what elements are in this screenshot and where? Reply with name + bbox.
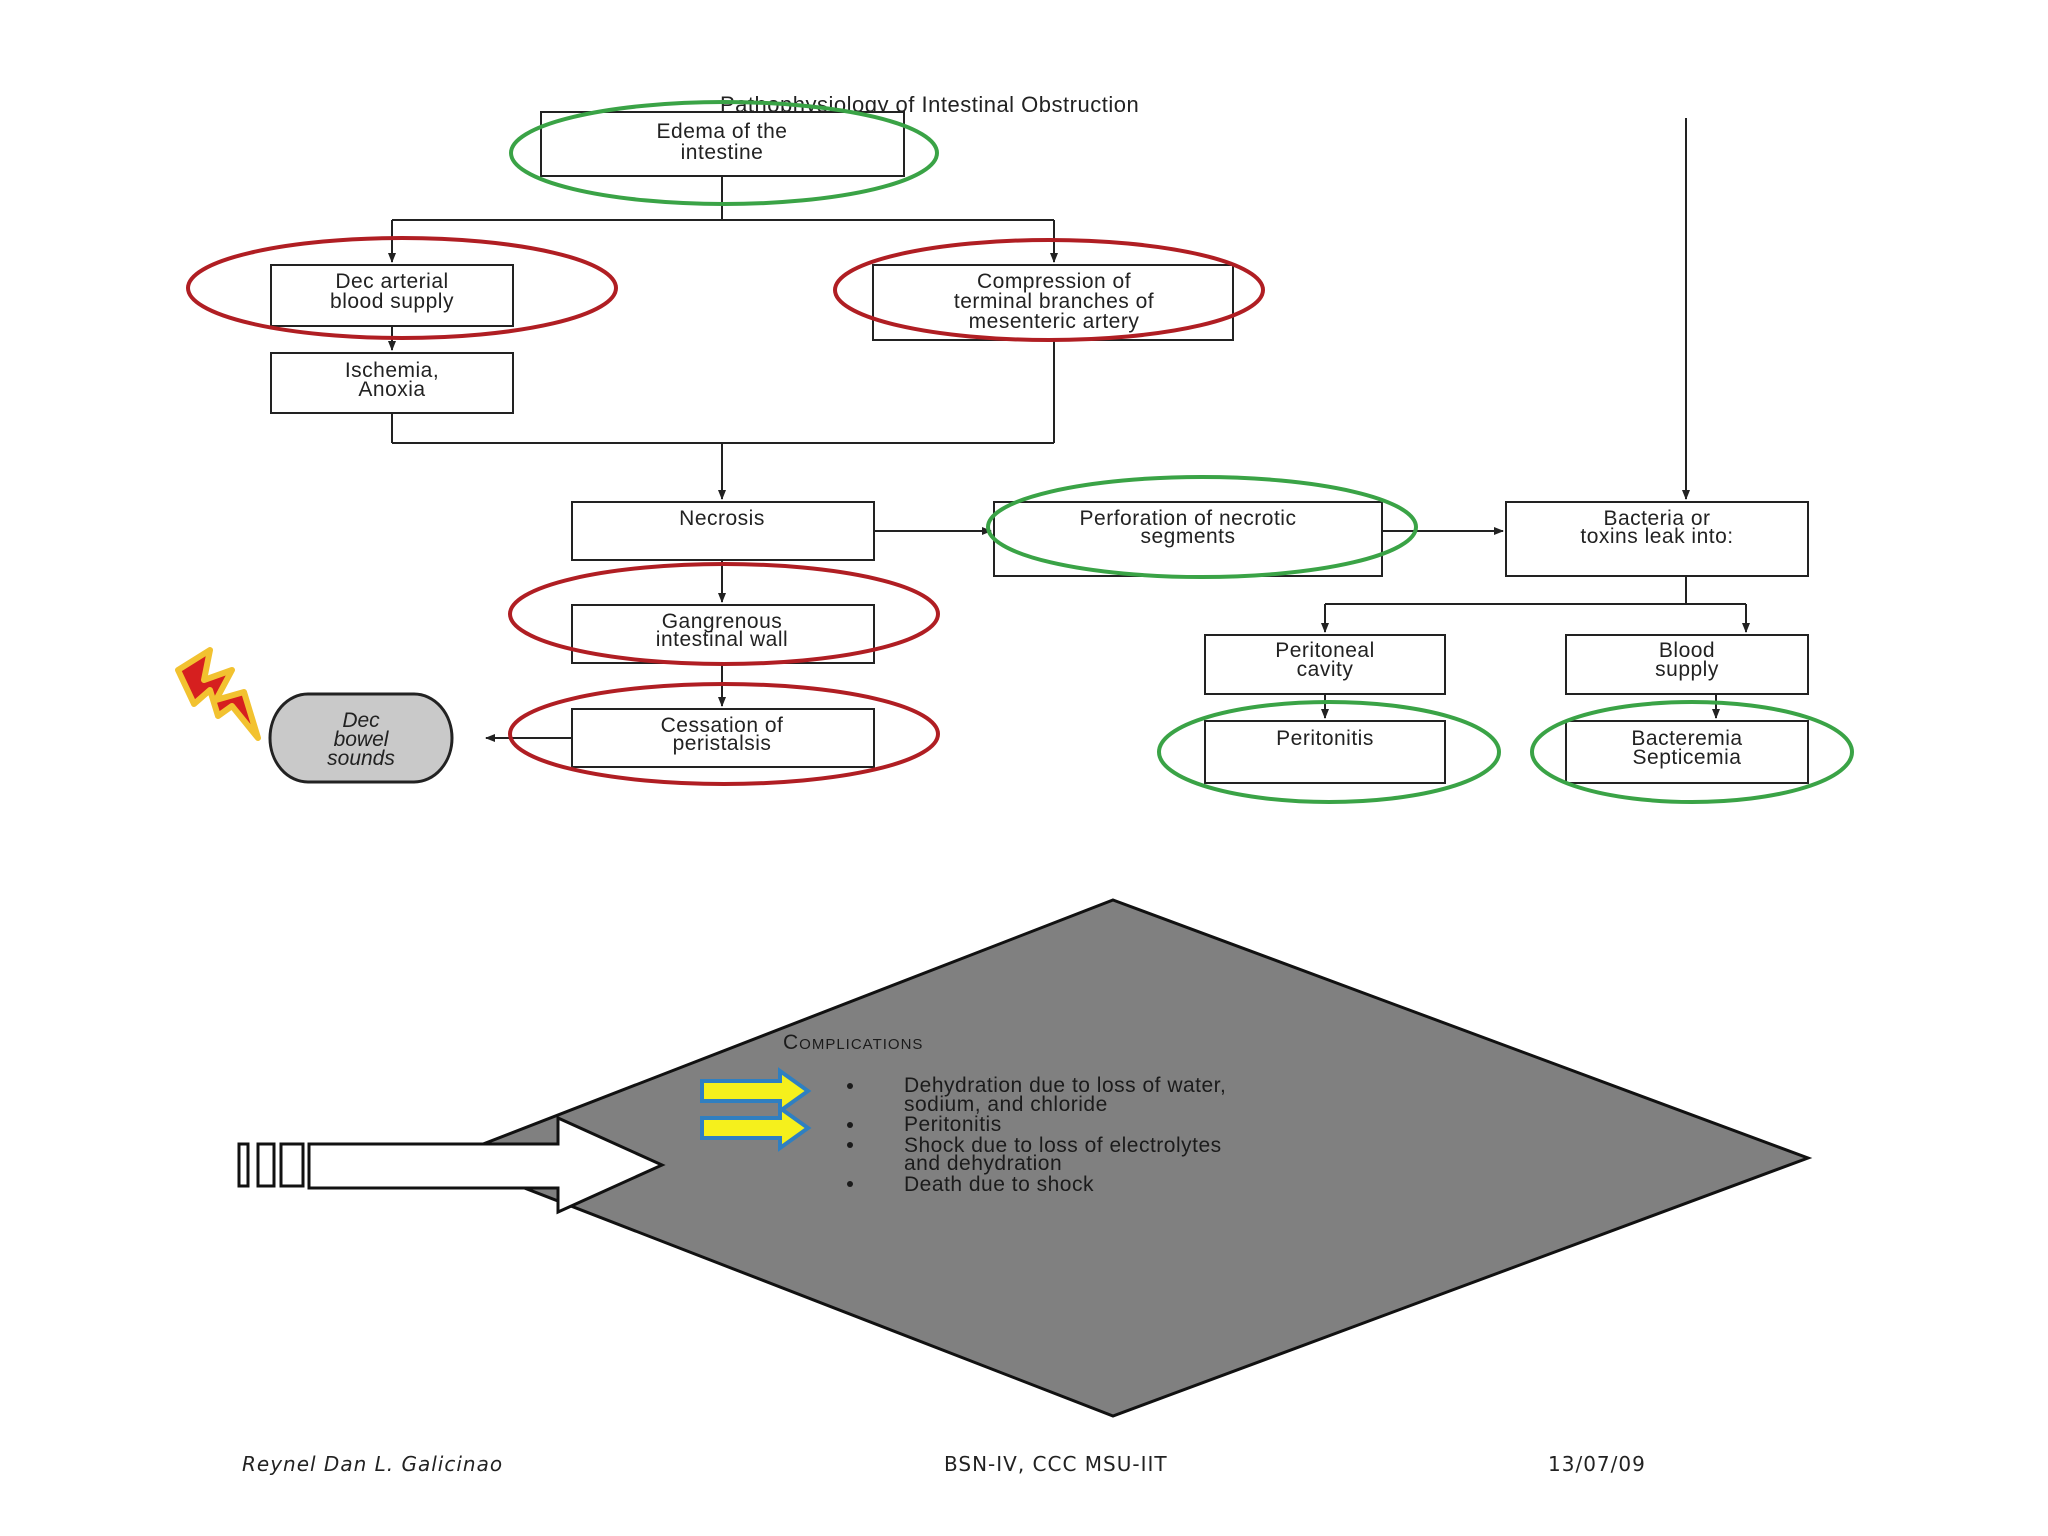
perforation-line-2: segments (1140, 525, 1235, 548)
edema-line-1: Edema of the (657, 120, 788, 143)
complication-4: Death due to shock (904, 1173, 1094, 1196)
cessation-line-2: peristalsis (673, 732, 772, 755)
bacteria-line-2: toxins leak into: (1580, 525, 1733, 548)
edema-line-2: intestine (681, 141, 764, 164)
node-ischemia-anoxia (270, 352, 514, 414)
compression-line-2: terminal branches of (954, 290, 1154, 313)
blood-supply-line-2: supply (1655, 658, 1719, 681)
red-highlight-dec-arterial (186, 236, 618, 340)
green-highlight-perforation (986, 475, 1418, 579)
complication-1-line-1: Dehydration due to loss of water, (904, 1074, 1226, 1097)
node-edema-of-intestine (540, 111, 905, 177)
footer-course: BSN-IV, CCC MSU-IIT (944, 1452, 1168, 1476)
dec-bowel-line-3: sounds (327, 747, 395, 770)
complication-3-line-2: and dehydration (904, 1152, 1062, 1175)
ischemia-line-2: Anoxia (358, 378, 425, 401)
block-arrow-icon (237, 1115, 666, 1215)
node-cessation-peristalsis (571, 708, 875, 768)
node-blood-supply (1565, 634, 1809, 695)
connectors (388, 118, 1750, 742)
red-highlight-gangrenous (508, 562, 940, 666)
bacteremia-line-2: Septicemia (1633, 746, 1742, 769)
node-bacteremia-septicemia (1565, 720, 1809, 784)
green-highlight-edema (509, 100, 939, 206)
complications-heading: Complications (783, 1031, 923, 1054)
green-highlight-peritonitis (1157, 700, 1501, 804)
footer-author: Reynel Dan L. Galicinao (242, 1452, 504, 1476)
yellow-arrow-icon-peritonitis (700, 1104, 812, 1152)
perforation-line-1: Perforation of necrotic (1080, 507, 1297, 530)
peritonitis-label: Peritonitis (1276, 727, 1374, 750)
node-compression-mesenteric-artery (872, 264, 1234, 341)
node-necrosis (571, 501, 875, 561)
complication-1-line-2: sodium, and chloride (904, 1093, 1108, 1116)
complication-3-line-1: Shock due to loss of electrolytes (904, 1134, 1222, 1157)
node-dec-bowel-sounds (268, 692, 454, 784)
yellow-arrow-icon-dehydration (700, 1067, 812, 1115)
dec-arterial-line-1: Dec arterial (335, 270, 448, 293)
ischemia-line-1: Ischemia, (345, 359, 439, 382)
node-peritonitis (1204, 720, 1446, 784)
dec-arterial-line-2: blood supply (330, 290, 454, 313)
node-bacteria-toxins (1505, 501, 1809, 577)
complication-2: Peritonitis (904, 1113, 1002, 1136)
node-gangrenous-wall (571, 604, 875, 664)
red-highlight-cessation (508, 682, 940, 786)
bacteria-line-1: Bacteria or (1603, 507, 1710, 530)
red-highlight-compression (833, 238, 1265, 342)
footer-date: 13/07/09 (1548, 1452, 1646, 1476)
peritoneal-line-1: Peritoneal (1275, 639, 1375, 662)
dec-bowel-line-1: Dec (342, 709, 380, 732)
bullet-markers (847, 1083, 853, 1187)
gangrenous-line-1: Gangrenous (662, 610, 783, 633)
blood-supply-line-1: Blood (1659, 639, 1715, 662)
compression-line-1: Compression of (977, 270, 1131, 293)
dec-bowel-line-2: bowel (334, 728, 390, 751)
complications-diamond (442, 898, 1813, 1418)
lightning-bolt-icon (175, 647, 261, 741)
bacteremia-line-1: Bacteremia (1631, 727, 1742, 750)
green-highlight-bacteremia (1530, 700, 1854, 804)
gangrenous-line-2: intestinal wall (656, 628, 788, 651)
necrosis-label: Necrosis (679, 507, 765, 530)
compression-line-3: mesenteric artery (969, 310, 1140, 333)
node-dec-arterial-blood-supply (270, 264, 514, 327)
node-peritoneal-cavity (1204, 634, 1446, 695)
peritoneal-line-2: cavity (1297, 658, 1354, 681)
cessation-line-1: Cessation of (661, 714, 784, 737)
